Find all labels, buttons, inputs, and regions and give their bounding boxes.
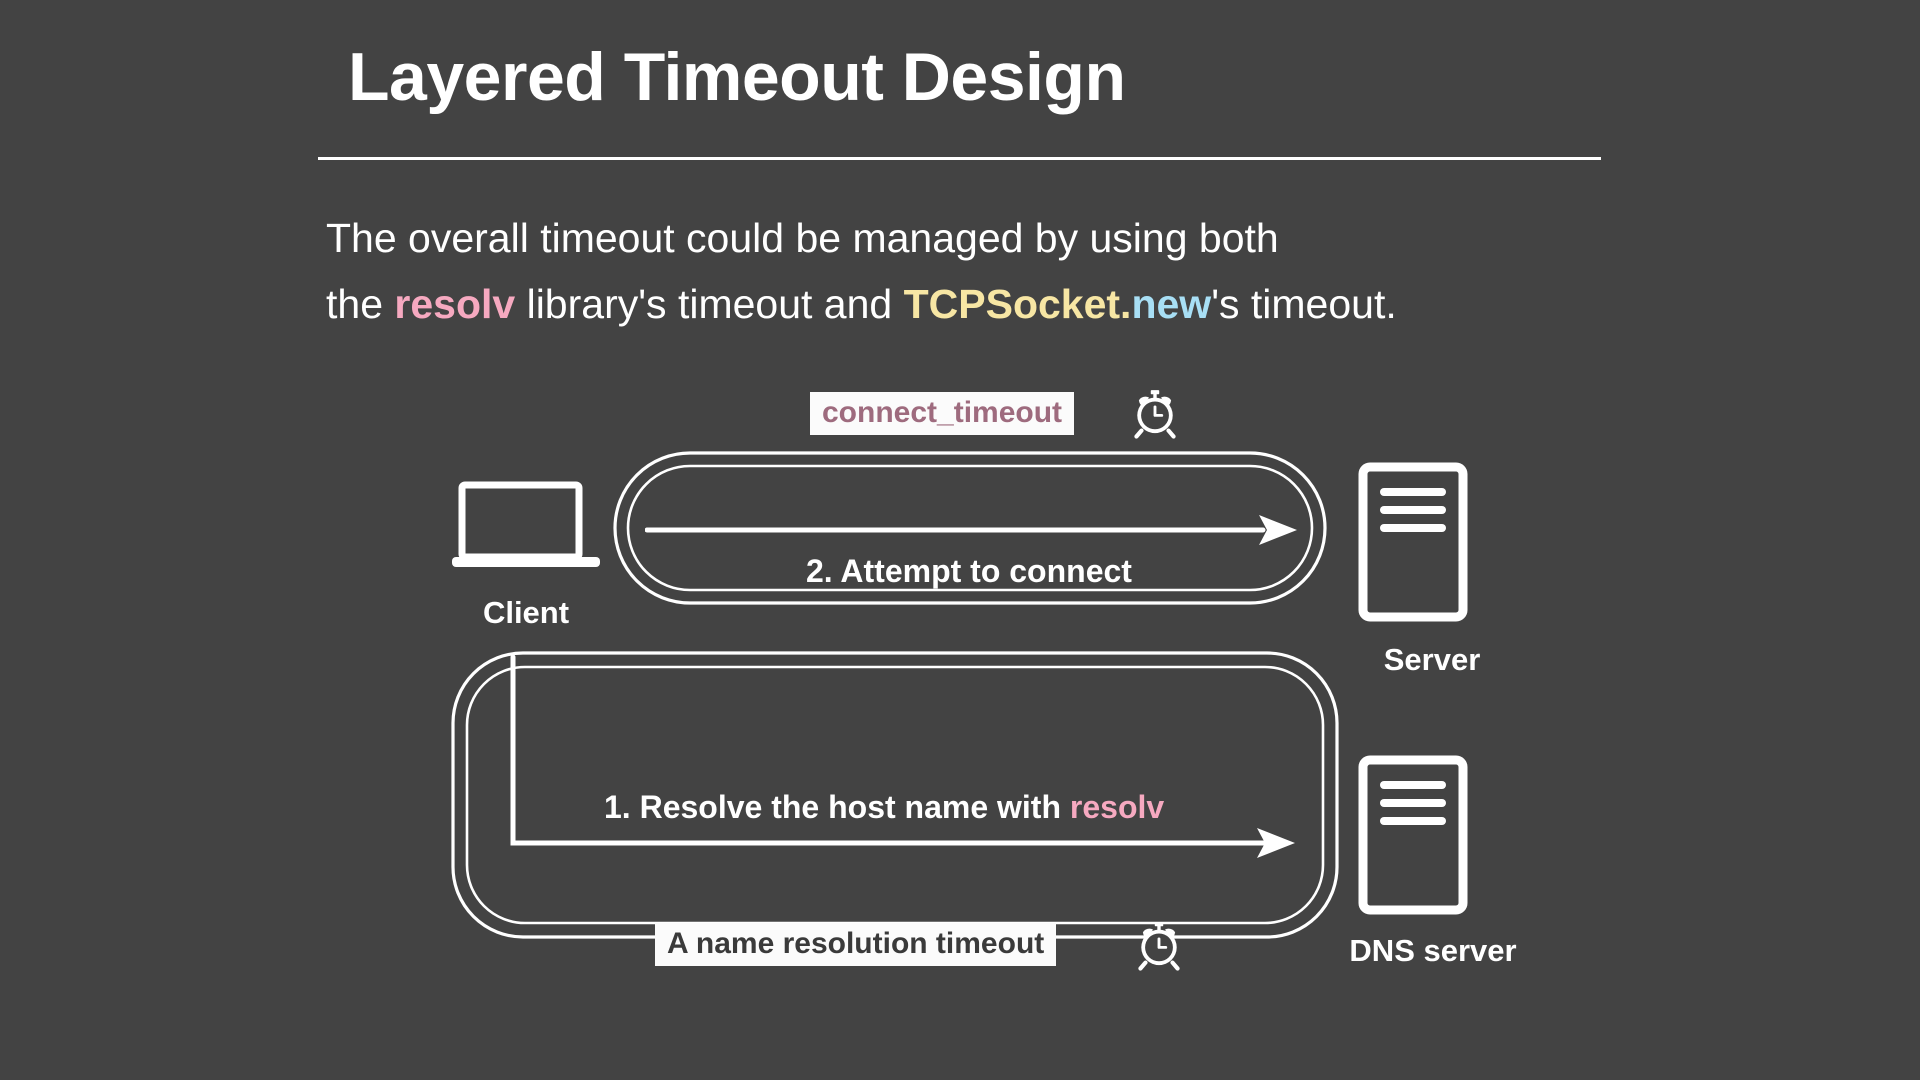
laptop-icon <box>452 481 600 573</box>
keyword-new: new <box>1131 281 1212 328</box>
keyword-tcpsocket: TCPSocket. <box>903 281 1132 328</box>
title-divider <box>318 157 1601 160</box>
arrow-client-to-dns-server <box>505 655 1305 865</box>
flow-caption-resolve-prefix: 1. Resolve the host name with <box>604 789 1070 825</box>
subtitle-line-2: the resolv library's timeout and TCPSock… <box>326 271 1726 337</box>
keyword-resolv: resolv <box>394 281 516 328</box>
alarm-clock-icon <box>1128 385 1182 439</box>
badge-connect-timeout: connect_timeout <box>810 392 1075 436</box>
badge-name-resolution-timeout: A name resolution timeout <box>655 923 1057 967</box>
flow-caption-resolve-keyword: resolv <box>1069 789 1165 825</box>
server-icon <box>1358 462 1468 622</box>
subtitle-text-timeout: 's timeout. <box>1211 281 1397 328</box>
badge-connect-timeout-label: connect_timeout <box>822 396 1063 429</box>
subtitle-line-1: The overall timeout could be managed by … <box>326 215 1279 261</box>
arrow-client-to-server <box>645 510 1305 550</box>
dns-server-icon <box>1358 755 1468 915</box>
badge-name-resolution-timeout-label: A name resolution timeout <box>667 927 1045 960</box>
subtitle-text-the: the <box>326 281 395 328</box>
node-label-client: Client <box>482 595 570 630</box>
flow-caption-resolve: 1. Resolve the host name with resolv <box>604 789 1164 826</box>
subtitle-text-library: library's timeout and <box>515 281 904 328</box>
flow-caption-connect: 2. Attempt to connect <box>806 553 1132 589</box>
flow-pipe-connect <box>612 450 1328 606</box>
page-title: Layered Timeout Design <box>348 39 1126 115</box>
node-label-dns-server: DNS server <box>1349 933 1517 968</box>
node-label-server: Server <box>1383 642 1481 677</box>
subtitle-block: The overall timeout could be managed by … <box>326 205 1726 338</box>
alarm-clock-icon-2 <box>1132 917 1186 971</box>
